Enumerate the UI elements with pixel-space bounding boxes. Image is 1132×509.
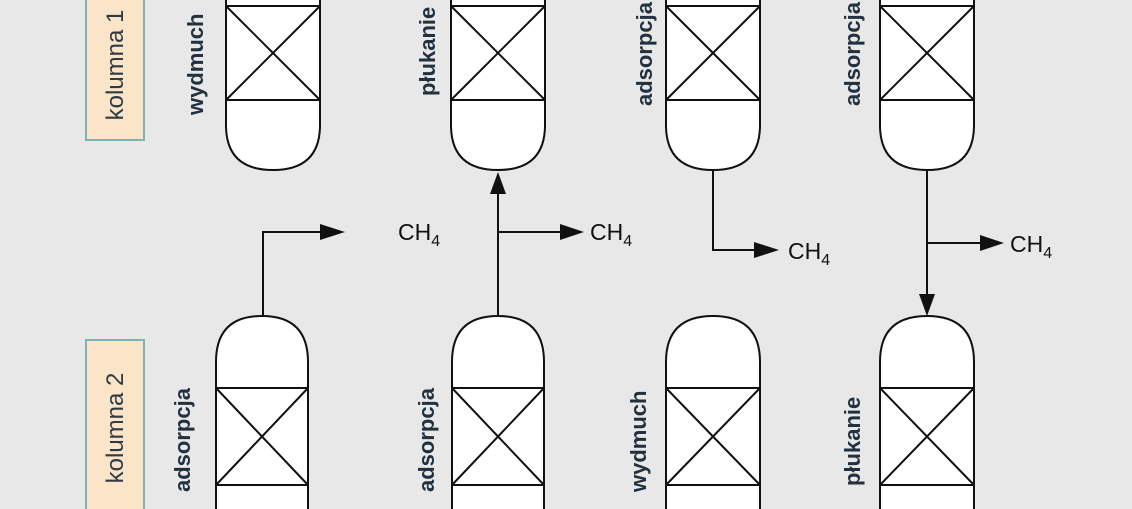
flow-label-4: CH4 [1010,231,1052,262]
flow-line-1 [262,224,345,316]
flow-line-4 [919,170,1004,316]
top-vessel-1 [225,0,321,172]
top-vessel-4 [879,0,975,172]
top-step-label-4: adsorpcja [840,1,865,106]
bottom-vessel-1 [215,314,309,509]
bottom-step-label-3: wydmuch [626,391,651,493]
bottom-vessel-3 [665,314,761,509]
bottom-step-label-4: płukanie [840,397,865,486]
top-step-label-2: płukanie [415,7,440,96]
column-label-kolumna-1: kolumna 1 [85,0,145,141]
top-vessel-2 [450,0,546,172]
flow-label-2: CH4 [590,219,632,250]
top-vessel-3 [665,0,761,172]
flow-label-1: CH4 [398,219,440,250]
column-label-kolumna-2: kolumna 2 [85,339,145,509]
top-step-label-1: wydmuch [183,14,208,116]
column-2-text: kolumna 2 [102,373,129,484]
flow-line-2 [490,172,584,316]
top-step-label-3: adsorpcja [632,1,657,106]
bottom-step-label-1: adsorpcja [170,387,195,492]
bottom-vessel-2 [451,314,545,509]
bottom-vessel-4 [879,314,975,509]
column-1-text: kolumna 1 [102,10,129,121]
flow-label-3: CH4 [788,238,830,269]
flow-line-3 [712,170,779,258]
bottom-step-label-2: adsorpcja [414,387,439,492]
